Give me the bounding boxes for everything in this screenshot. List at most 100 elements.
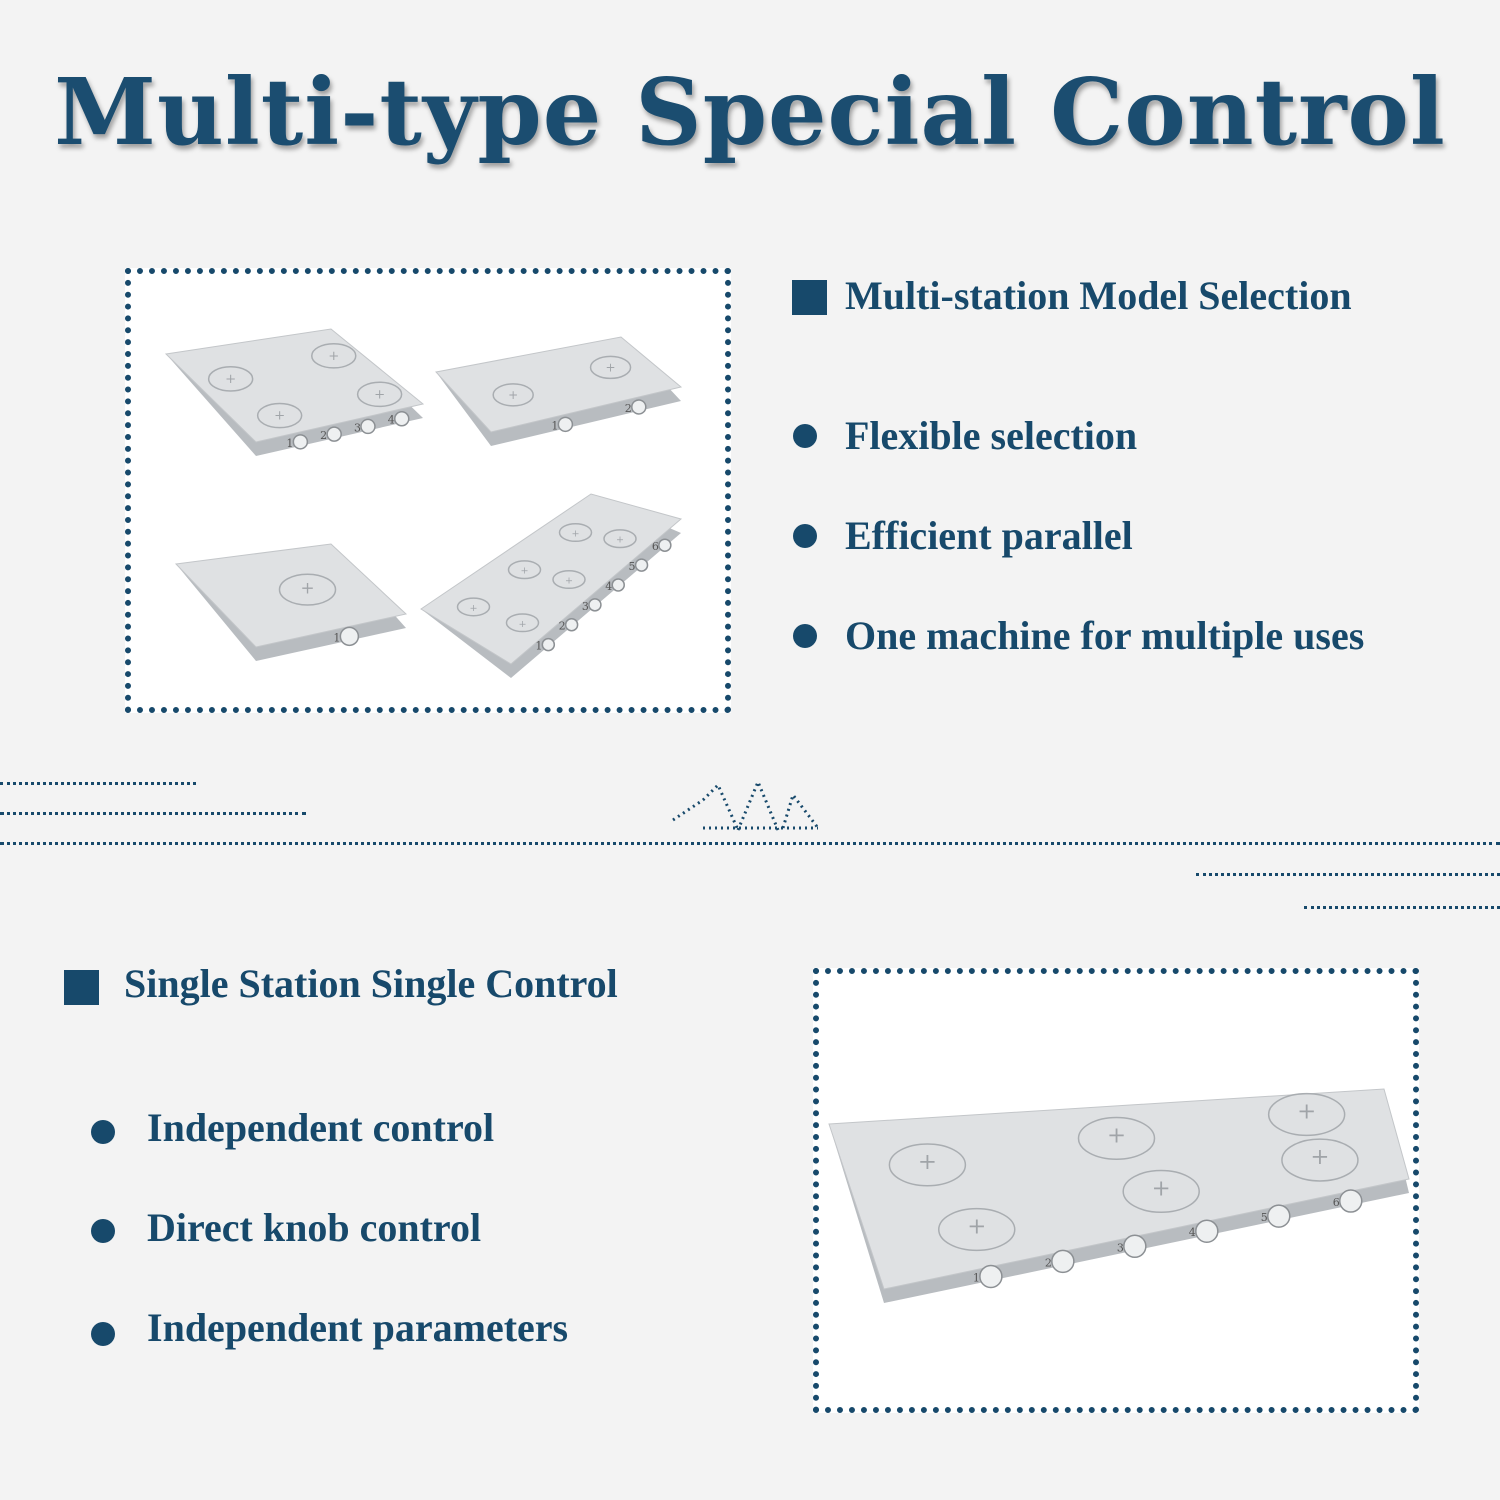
heading-square-icon	[792, 280, 827, 315]
knob-label: 4	[605, 580, 612, 593]
knob-label: 1	[551, 419, 558, 432]
bullet-independent-parameters: Independent parameters	[147, 1305, 569, 1350]
knob-label: 2	[625, 402, 632, 415]
knob	[292, 434, 309, 450]
knob-label: 1	[286, 437, 293, 450]
knob-label: 2	[559, 620, 566, 633]
knob	[588, 598, 602, 612]
burner-cross: +	[606, 360, 616, 374]
knob-label: 4	[1189, 1226, 1196, 1239]
burner-cross: +	[300, 578, 314, 598]
bullet-icon	[793, 624, 817, 648]
burner-ring	[603, 529, 637, 549]
multi-station-heading: Multi-station Model Selection	[845, 273, 1352, 318]
burner-cross: +	[1310, 1144, 1329, 1170]
bullet-one-machine: One machine for multiple uses	[845, 613, 1365, 658]
bullet-efficient-parallel: Efficient parallel	[845, 513, 1133, 558]
hotplate-2-station-image: + +1 2	[435, 336, 683, 446]
knob-label: 5	[629, 560, 636, 573]
burner-ring	[1077, 1116, 1156, 1161]
divider-line	[0, 842, 1500, 845]
burner-ring	[1281, 1138, 1359, 1182]
bullet-direct-knob-control: Direct knob control	[147, 1205, 482, 1250]
divider-line	[0, 782, 196, 785]
plate-top	[164, 328, 425, 443]
burner-ring	[888, 1143, 967, 1187]
burner-cross: +	[508, 388, 518, 402]
divider-line	[1196, 873, 1500, 876]
knob-label: 4	[388, 414, 395, 427]
knob-label: 3	[354, 421, 361, 434]
knob-label: 6	[652, 540, 659, 553]
knob	[326, 426, 342, 442]
burner-cross: +	[571, 529, 579, 540]
knob	[631, 399, 647, 415]
knob-label: 2	[1045, 1256, 1052, 1269]
hotplate-1-station-image: +1	[174, 543, 408, 661]
plate-top	[435, 336, 683, 433]
knob	[658, 538, 672, 552]
knob	[979, 1264, 1003, 1289]
bullet-icon	[91, 1120, 115, 1144]
knob	[360, 418, 376, 435]
burner-ring	[1267, 1092, 1346, 1137]
burner-ring	[207, 366, 254, 392]
mountain-decoration-icon	[672, 780, 820, 831]
burner-ring	[589, 355, 632, 380]
bullet-independent-control: Independent control	[147, 1105, 495, 1150]
burner-cross: +	[518, 619, 526, 630]
burner-cross: +	[1297, 1099, 1316, 1125]
burner-cross: +	[520, 566, 528, 577]
knob-label: 1	[973, 1271, 980, 1284]
knob-label: 3	[1117, 1241, 1124, 1254]
knob	[394, 410, 410, 427]
burner-cross: +	[225, 372, 236, 387]
hotplate-6-station-image: + + + + + +1 2 3 4 5 6	[420, 493, 683, 678]
burner-ring	[256, 402, 303, 429]
burner-cross: +	[967, 1214, 986, 1240]
burner-ring	[492, 383, 534, 407]
bullet-icon	[793, 524, 817, 548]
burner-cross: +	[565, 576, 573, 587]
burner-cross: +	[328, 349, 339, 364]
knob	[557, 416, 574, 433]
page-title: Multi-type Special Control	[54, 58, 1446, 166]
burner-cross: +	[469, 603, 477, 614]
bullet-icon	[91, 1322, 115, 1346]
burner-cross: +	[274, 409, 285, 424]
knob-label: 6	[1333, 1196, 1340, 1209]
burner-cross: +	[1107, 1122, 1126, 1148]
divider-line	[1304, 906, 1500, 909]
knob-label: 1	[333, 631, 340, 644]
burner-ring	[938, 1207, 1016, 1252]
knob	[1267, 1204, 1291, 1228]
burner-cross: +	[616, 535, 624, 546]
knob	[1339, 1189, 1363, 1213]
burner-ring	[311, 342, 357, 369]
bullet-icon	[793, 424, 817, 448]
burner-ring	[507, 560, 542, 580]
burner-ring	[552, 569, 586, 590]
burner-ring	[505, 613, 540, 633]
knob-label: 1	[535, 640, 542, 653]
divider-line	[0, 812, 306, 815]
heading-square-icon	[64, 970, 99, 1005]
burner-ring	[456, 597, 491, 617]
burner-ring	[278, 573, 337, 606]
knob	[541, 637, 556, 652]
knob	[1051, 1249, 1075, 1274]
knob-label: 5	[1261, 1211, 1268, 1224]
knob-label: 3	[582, 600, 589, 613]
knob	[1123, 1234, 1147, 1259]
knob	[564, 617, 579, 632]
burner-ring	[1122, 1169, 1200, 1214]
burner-cross: +	[918, 1149, 937, 1175]
knob	[339, 626, 360, 647]
plate-top	[828, 1088, 1410, 1290]
knob	[1195, 1219, 1219, 1243]
bullet-icon	[91, 1219, 115, 1243]
